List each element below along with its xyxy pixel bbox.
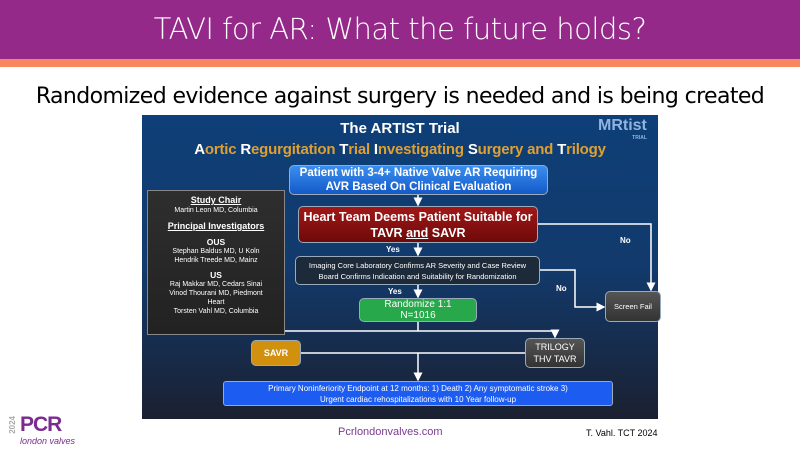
and-text: and — [406, 225, 429, 240]
us-pi-3: Torsten Vahl MD, Columbia — [173, 308, 259, 315]
logo-sub: TRIAL — [632, 135, 647, 141]
yes-label-2: Yes — [388, 287, 402, 296]
imaging-core-box: Imaging Core Laboratory Confirms AR Seve… — [295, 256, 540, 285]
us-pi-1: Raj Makkar MD, Cedars Sinai — [169, 281, 263, 288]
us-heading: US — [210, 270, 222, 280]
acronym-letter: A — [194, 141, 205, 158]
patient-line-1: Patient with 3-4+ Native Valve AR Requir… — [299, 167, 538, 179]
acronym-letter: I — [373, 141, 378, 158]
endpoint-box: Primary Noninferiority Endpoint at 12 mo… — [223, 381, 613, 406]
acronym-word: egurgitation — [251, 141, 340, 158]
header-accent-stripe — [0, 59, 800, 67]
source-credit: T. Vahl. TCT 2024 — [586, 428, 658, 438]
ous-pi-1: Stephan Baldus MD, U Koln — [172, 248, 260, 255]
pi-heading: Principal Investigators — [167, 221, 265, 231]
acronym-letter: R — [240, 141, 252, 158]
website-link[interactable]: Pcrlondonvalves.com — [338, 426, 443, 438]
acronym-letter: S — [467, 141, 478, 158]
ous-pi-2: Hendrik Treede MD, Mainz — [174, 257, 258, 264]
patient-eligibility-box: Patient with 3-4+ Native Valve AR Requir… — [289, 165, 548, 195]
no-label-1: No — [620, 236, 631, 245]
study-chair-heading: Study Chair — [190, 195, 242, 205]
logo-name: PCR — [20, 413, 62, 436]
yes-label-1: Yes — [386, 245, 400, 254]
endpoint-line-2: Urgent cardiac rehospitalizations with 1… — [319, 394, 517, 404]
imaging-line-1: Imaging Core Laboratory Confirms AR Seve… — [308, 260, 527, 270]
trilogy-line-1: TRILOGY — [535, 342, 575, 352]
trial-title: The ARTIST Trial — [340, 120, 460, 137]
slide-title: TAVI for AR: What the future holds? — [0, 0, 800, 59]
acronym-word: nvestigating — [377, 141, 468, 158]
trilogy-line-2: THV TAVR — [533, 354, 577, 364]
imaging-line-2: Board Confirms Indication and Suitabilit… — [318, 271, 517, 281]
study-leadership-box: Study Chair Martin Leon MD, Columbia Pri… — [147, 190, 285, 335]
acronym-word: urgery and — [477, 141, 558, 158]
heart-team-line-1: Heart Team Deems Patient Suitable for — [303, 209, 533, 224]
acronym-word: rial — [348, 141, 374, 158]
ous-heading: OUS — [206, 237, 226, 247]
acronym-word: ortic — [204, 141, 241, 158]
heart-team-line-2: TAVR and SAVR — [299, 225, 537, 241]
slide-subtitle: Randomized evidence against surgery is n… — [35, 84, 765, 109]
no-label-2: No — [556, 284, 567, 293]
trilogy-box: TRILOGY THV TAVR — [525, 338, 585, 368]
logo-subtitle: london valves — [20, 436, 76, 446]
us-pi-2: Vinod Thourani MD, Piedmont Heart — [169, 290, 263, 306]
patient-line-2: AVR Based On Clinical Evaluation — [325, 181, 512, 193]
acronym-letter: T — [339, 141, 349, 158]
logo-text: MRtist — [598, 117, 647, 134]
screen-fail-box: Screen Fail — [605, 291, 661, 322]
trial-acronym: Aortic Regurgitation Trial Investigating… — [142, 141, 658, 158]
endpoint-line-1: Primary Noninferiority Endpoint at 12 mo… — [268, 383, 568, 393]
savr-text: SAVR — [428, 225, 466, 240]
logo-year: 2024 — [8, 416, 17, 434]
randomize-n: N=1016 — [400, 310, 436, 321]
study-chair-name: Martin Leon MD, Columbia — [174, 207, 258, 214]
acronym-word: rilogy — [566, 141, 606, 158]
acronym-letter: T — [557, 141, 567, 158]
savr-box: SAVR — [251, 340, 301, 366]
tavr-text: TAVR — [370, 225, 407, 240]
randomize-ratio: Randomize 1:1 — [384, 299, 452, 310]
